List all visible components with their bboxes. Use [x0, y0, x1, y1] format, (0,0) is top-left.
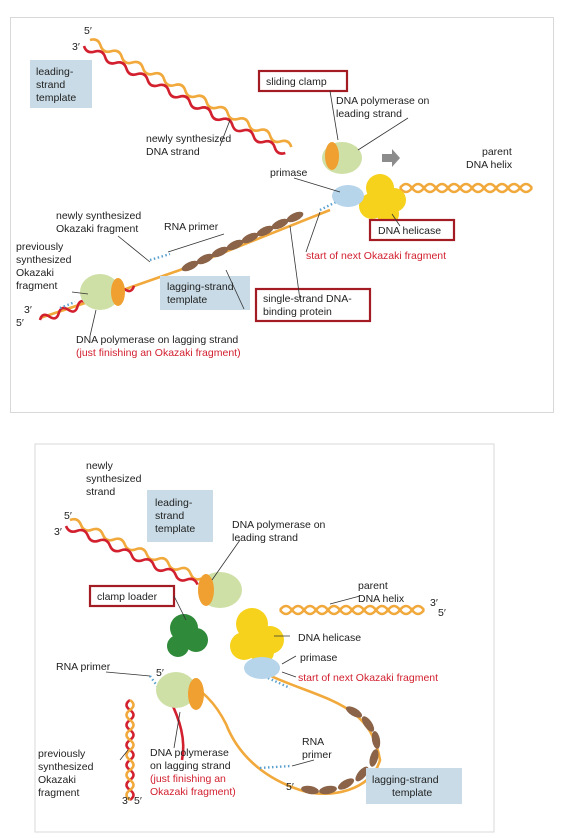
bottom-parent-helix: [278, 604, 426, 616]
bottom-newly-strand-3: strand: [86, 486, 115, 498]
bottom-5prime-l: 5′: [286, 781, 294, 793]
top-rna-primer-label: RNA primer: [164, 221, 219, 233]
top-polymerase-lagging: [80, 274, 120, 310]
bottom-rna-primer-2a: RNA: [302, 736, 324, 748]
top-newly-synth-1: newly synthesized: [146, 133, 231, 145]
top-newly-synth-2: DNA strand: [146, 146, 200, 158]
top-3prime-b: 3′: [24, 304, 32, 316]
top-pol-leading-1: DNA polymerase on: [336, 95, 430, 107]
top-5prime: 5′: [84, 25, 92, 37]
bottom-helicase-label: DNA helicase: [298, 632, 361, 644]
top-parent-helix-1: parent: [482, 146, 512, 158]
bottom-lagging-loop: [189, 670, 382, 796]
bottom-okazaki-helix: [125, 698, 135, 802]
bottom-pol-lagging-1: DNA polymerase: [150, 747, 229, 759]
bottom-lagging-template-2: template: [392, 787, 432, 799]
top-prev-okazaki-2: synthesized: [16, 254, 72, 266]
bottom-leading-template-2: strand: [155, 510, 184, 522]
bottom-newly-strand-2: synthesized: [86, 473, 142, 485]
top-5prime-b: 5′: [16, 317, 24, 329]
top-prev-primer-dots: [59, 300, 76, 310]
direction-arrow-icon: [382, 149, 400, 167]
bottom-parent-helix-2: DNA helix: [358, 593, 405, 605]
bottom-pol-leading-2: leading strand: [232, 532, 298, 544]
bottom-start-primer-dots: [267, 676, 291, 690]
bottom-prev-okazaki-1: previously: [38, 748, 86, 760]
bottom-rna-primer-1: RNA primer: [56, 661, 111, 673]
top-helicase-label: DNA helicase: [378, 225, 441, 237]
bottom-leading-template-3: template: [155, 523, 195, 535]
bottom-just-finishing-2: Okazaki fragment): [150, 786, 236, 798]
bottom-ssb-chain: [301, 706, 381, 795]
top-lagging-template-2: template: [167, 294, 207, 306]
top-ssb-box: [254, 287, 372, 323]
top-leading-helix: [82, 38, 293, 155]
top-parent-helix: [398, 182, 534, 194]
bottom-leading-template-1: leading-: [155, 497, 193, 509]
top-just-finishing-label: (just finishing an Okazaki fragment): [76, 347, 241, 359]
bottom-clamp-loader: [167, 614, 208, 657]
bottom-polymerase-lagging: [156, 672, 196, 708]
top-pol-leading-2: leading strand: [336, 108, 402, 120]
bottom-3prime-r: 3′: [430, 597, 438, 609]
top-lagging-template-1: lagging-strand: [167, 281, 234, 293]
top-primase-label: primase: [270, 167, 308, 179]
bottom-3prime-b: 3′: [122, 795, 130, 807]
bottom-lagging-clamp: [188, 678, 204, 710]
top-rna-primer-dots: [149, 252, 171, 262]
bottom-rna-primer-dots-1: [149, 675, 161, 691]
bottom-lagging-template-box: [366, 768, 462, 804]
bottom-leading-clamp: [198, 574, 214, 606]
top-sliding-clamp: [325, 142, 339, 170]
bottom-leading-helix: [64, 517, 203, 586]
top-lagging-template-box: [160, 276, 250, 310]
top-primase: [332, 185, 364, 207]
top-newly-okazaki-2: Okazaki fragment: [56, 223, 138, 235]
top-helicase: [359, 174, 406, 225]
top-sliding-clamp-label: sliding clamp: [266, 76, 327, 88]
top-ssb-chain: [181, 211, 304, 272]
top-leading-template-box: [30, 60, 92, 108]
bottom-start-next-label: start of next Okazaki fragment: [298, 672, 438, 684]
bottom-pol-lagging-2: on lagging strand: [150, 760, 231, 772]
top-ssb-2: binding protein: [263, 306, 332, 318]
bottom-just-finishing-1: (just finishing an: [150, 773, 226, 785]
top-helicase-box: [368, 218, 456, 242]
bottom-parent-helix-1: parent: [358, 580, 388, 592]
bottom-leading-template-box: [147, 490, 213, 542]
top-ssb-1: single-strand DNA-: [263, 293, 352, 305]
top-leading-template-1: leading-: [36, 66, 74, 78]
bottom-5prime-b: 5′: [134, 795, 142, 807]
top-lagging-clamp: [111, 278, 125, 306]
top-newly-okazaki-1: newly synthesized: [56, 210, 141, 222]
top-parent-helix-2: DNA helix: [466, 159, 513, 171]
top-leading-template-3: template: [36, 92, 76, 104]
bottom-prev-okazaki-3: Okazaki: [38, 774, 76, 786]
top-lagging-template: [39, 208, 331, 320]
bottom-prev-okazaki-2: synthesized: [38, 761, 94, 773]
bottom-lagging-template-1: lagging-strand: [372, 774, 439, 786]
bottom-clamp-loader-label: clamp loader: [97, 591, 158, 603]
bottom-primase: [244, 657, 280, 679]
bottom-5prime: 5′: [64, 510, 72, 522]
top-prev-okazaki-3: Okazaki: [16, 267, 54, 279]
bottom-primase-label: primase: [300, 652, 338, 664]
top-start-next-label: start of next Okazaki fragment: [306, 250, 446, 262]
top-leading-template-2: strand: [36, 79, 65, 91]
top-prev-okazaki-4: fragment: [16, 280, 58, 292]
top-pol-lagging-label: DNA polymerase on lagging strand: [76, 334, 238, 346]
bottom-pol-leading-1: DNA polymerase on: [232, 519, 326, 531]
bottom-rna-primer-dots-2: [259, 764, 291, 770]
top-3prime: 3′: [72, 41, 80, 53]
top-prev-okazaki-1: previously: [16, 241, 64, 253]
bottom-5prime-m: 5′: [156, 667, 164, 679]
bottom-3prime: 3′: [54, 526, 62, 538]
bottom-rna-primer-2b: primer: [302, 749, 332, 761]
bottom-5prime-r: 5′: [438, 607, 446, 619]
top-sliding-clamp-box: [257, 69, 349, 93]
bottom-newly-strand-1: newly: [86, 460, 114, 472]
bottom-prev-okazaki-4: fragment: [38, 787, 80, 799]
